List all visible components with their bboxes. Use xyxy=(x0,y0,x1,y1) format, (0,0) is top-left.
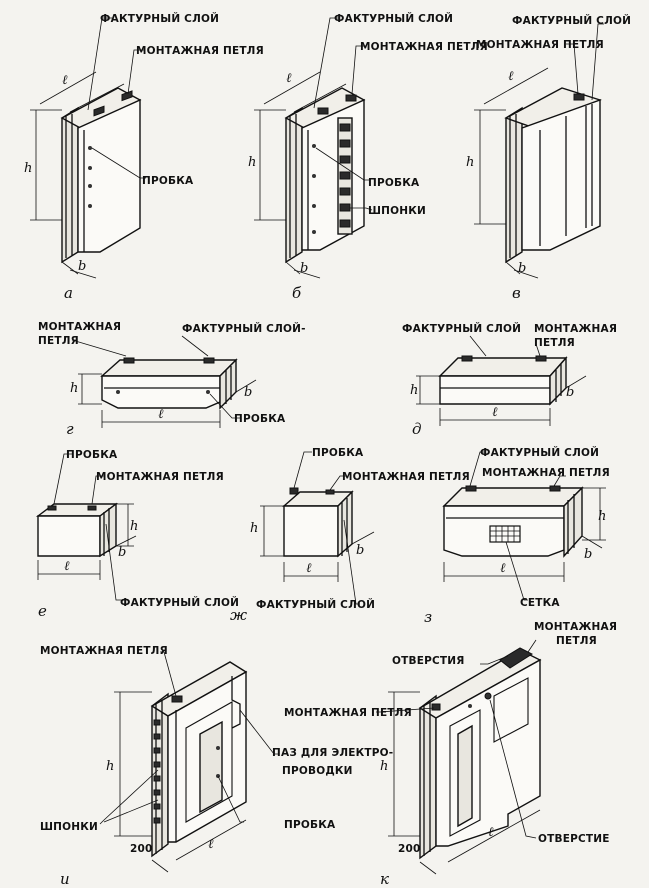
height-label: h xyxy=(130,519,138,534)
label-plug: ПРОБКА xyxy=(368,177,420,189)
figure-letter: з xyxy=(424,608,432,626)
label-mesh: СЕТКА xyxy=(520,597,560,609)
label-facing-layer: ФАКТУРНЫЙ СЛОЙ xyxy=(402,322,521,335)
label-mounting-loop: МОНТАЖНАЯ ПЕТЛЯ xyxy=(360,41,488,53)
label-loop: ПЕТЛЯ xyxy=(556,635,597,647)
figure-letter: е xyxy=(38,602,47,620)
label-groove-2: ПРОВОДКИ xyxy=(282,765,353,777)
figure-letter: ж xyxy=(230,606,247,624)
label-plug: ПРОБКА xyxy=(234,413,286,425)
height-label: h xyxy=(248,155,256,170)
width-label: b xyxy=(244,385,252,400)
length-label: ℓ xyxy=(306,561,312,576)
label-facing-layer: ФАКТУРНЫЙ СЛОЙ xyxy=(120,596,239,609)
label-facing-layer: ФАКТУРНЫЙ СЛОЙ xyxy=(480,446,599,459)
figure-letter: д xyxy=(412,420,422,438)
figure-z: h ℓ b ФАКТУРНЫЙ СЛОЙ МОНТАЖНАЯ ПЕТЛЯ СЕТ… xyxy=(424,446,610,626)
label-facing-layer: ФАКТУРНЫЙ СЛОЙ xyxy=(512,14,631,27)
thickness-label: 200 xyxy=(130,843,153,855)
label-facing-layer: ФАКТУРНЫЙ СЛОЙ- xyxy=(182,322,306,335)
keys-groove xyxy=(337,117,353,235)
width-label: b xyxy=(78,259,86,274)
length-label: ℓ xyxy=(488,825,494,840)
height-label: h xyxy=(410,383,418,398)
label-loop: ПЕТЛЯ xyxy=(534,337,575,349)
label-mounting-loop: МОНТАЖНАЯ ПЕТЛЯ xyxy=(482,467,610,479)
height-label: h xyxy=(70,381,78,396)
height-label: h xyxy=(598,509,606,524)
length-label: ℓ xyxy=(286,71,292,86)
width-label: b xyxy=(300,261,308,276)
label-mounting-loop: МОНТАЖНАЯ ПЕТЛЯ xyxy=(476,39,604,51)
figure-letter: г xyxy=(66,420,74,438)
label-mounting: МОНТАЖНАЯ xyxy=(534,621,617,633)
figure-d: h ℓ b ФАКТУРНЫЙ СЛОЙ МОНТАЖНАЯ ПЕТЛЯ д xyxy=(402,322,617,438)
keys-strip xyxy=(153,719,161,824)
height-label: h xyxy=(24,161,32,176)
figure-letter: в xyxy=(512,284,521,302)
label-mounting-loop: МОНТАЖНАЯ ПЕТЛЯ xyxy=(284,707,412,719)
label-mounting-loop: МОНТАЖНАЯ ПЕТЛЯ xyxy=(40,645,168,657)
label-mounting: МОНТАЖНАЯ xyxy=(38,321,121,333)
label-mounting: МОНТАЖНАЯ xyxy=(534,323,617,335)
label-groove-1: ПАЗ ДЛЯ ЭЛЕКТРО- xyxy=(272,747,393,759)
label-hole: ОТВЕРСТИЕ xyxy=(538,833,610,845)
label-keys: ШПОНКИ xyxy=(368,205,426,217)
length-label: ℓ xyxy=(208,837,214,852)
figure-i: h ℓ 200 МОНТАЖНАЯ ПЕТЛЯ ШПОНКИ ПРОБКА ПА… xyxy=(40,645,393,888)
figure-b: h ℓ b ФАКТУРНЫЙ СЛОЙ МОНТАЖНАЯ ПЕТЛЯ ПРО… xyxy=(248,12,488,302)
width-label: b xyxy=(518,261,526,276)
label-plug: ПРОБКА xyxy=(66,449,118,461)
label-loop: ПЕТЛЯ xyxy=(38,335,79,347)
figure-k: h ℓ 200 ОТВЕРСТИЯ МОНТАЖНАЯ ПЕТЛЯ МОНТАЖ… xyxy=(284,621,617,888)
thickness-label: 200 xyxy=(398,843,421,855)
label-plug: ПРОБКА xyxy=(284,819,336,831)
width-label: b xyxy=(356,543,364,558)
length-label: ℓ xyxy=(64,559,70,574)
label-facing-layer: ФАКТУРНЫЙ СЛОЙ xyxy=(100,12,219,25)
width-label: b xyxy=(118,545,126,560)
height-label: h xyxy=(380,759,388,774)
width-label: b xyxy=(566,385,574,400)
length-label: ℓ xyxy=(508,69,514,84)
length-label: ℓ xyxy=(158,407,164,422)
figure-a: h ℓ b ФАКТУРНЫЙ СЛОЙ МОНТАЖНАЯ ПЕТЛЯ ПРО… xyxy=(24,12,264,302)
height-label: h xyxy=(106,759,114,774)
figure-v: h ℓ b ФАКТУРНЫЙ СЛОЙ МОНТАЖНАЯ ПЕТЛЯ в xyxy=(466,14,631,302)
label-mounting-loop: МОНТАЖНАЯ ПЕТЛЯ xyxy=(342,471,470,483)
figure-g: h ℓ b МОНТАЖНАЯ ПЕТЛЯ ФАКТУРНЫЙ СЛОЙ- ПР… xyxy=(38,321,306,438)
figure-zh: h ℓ b ПРОБКА МОНТАЖНАЯ ПЕТЛЯ ФАКТУРНЫЙ С… xyxy=(230,447,470,624)
height-label: h xyxy=(250,521,258,536)
mesh-grid xyxy=(489,525,521,543)
length-label: ℓ xyxy=(62,73,68,88)
label-plug: ПРОБКА xyxy=(312,447,364,459)
label-mounting-loop: МОНТАЖНАЯ ПЕТЛЯ xyxy=(96,471,224,483)
width-label: b xyxy=(584,547,592,562)
figure-letter: к xyxy=(380,870,389,888)
label-facing-layer: ФАКТУРНЫЙ СЛОЙ xyxy=(334,12,453,25)
figure-letter: б xyxy=(292,284,302,302)
length-label: ℓ xyxy=(492,405,498,420)
figure-letter: и xyxy=(60,870,70,888)
label-plug: ПРОБКА xyxy=(142,175,194,187)
height-label: h xyxy=(466,155,474,170)
label-keys: ШПОНКИ xyxy=(40,821,98,833)
figure-letter: а xyxy=(64,284,73,302)
label-facing-layer: ФАКТУРНЫЙ СЛОЙ xyxy=(256,598,375,611)
label-mounting-loop: МОНТАЖНАЯ ПЕТЛЯ xyxy=(136,45,264,57)
label-holes: ОТВЕРСТИЯ xyxy=(392,655,465,667)
figure-e: h ℓ b ПРОБКА МОНТАЖНАЯ ПЕТЛЯ ФАКТУРНЫЙ С… xyxy=(35,449,239,620)
length-label: ℓ xyxy=(500,561,506,576)
